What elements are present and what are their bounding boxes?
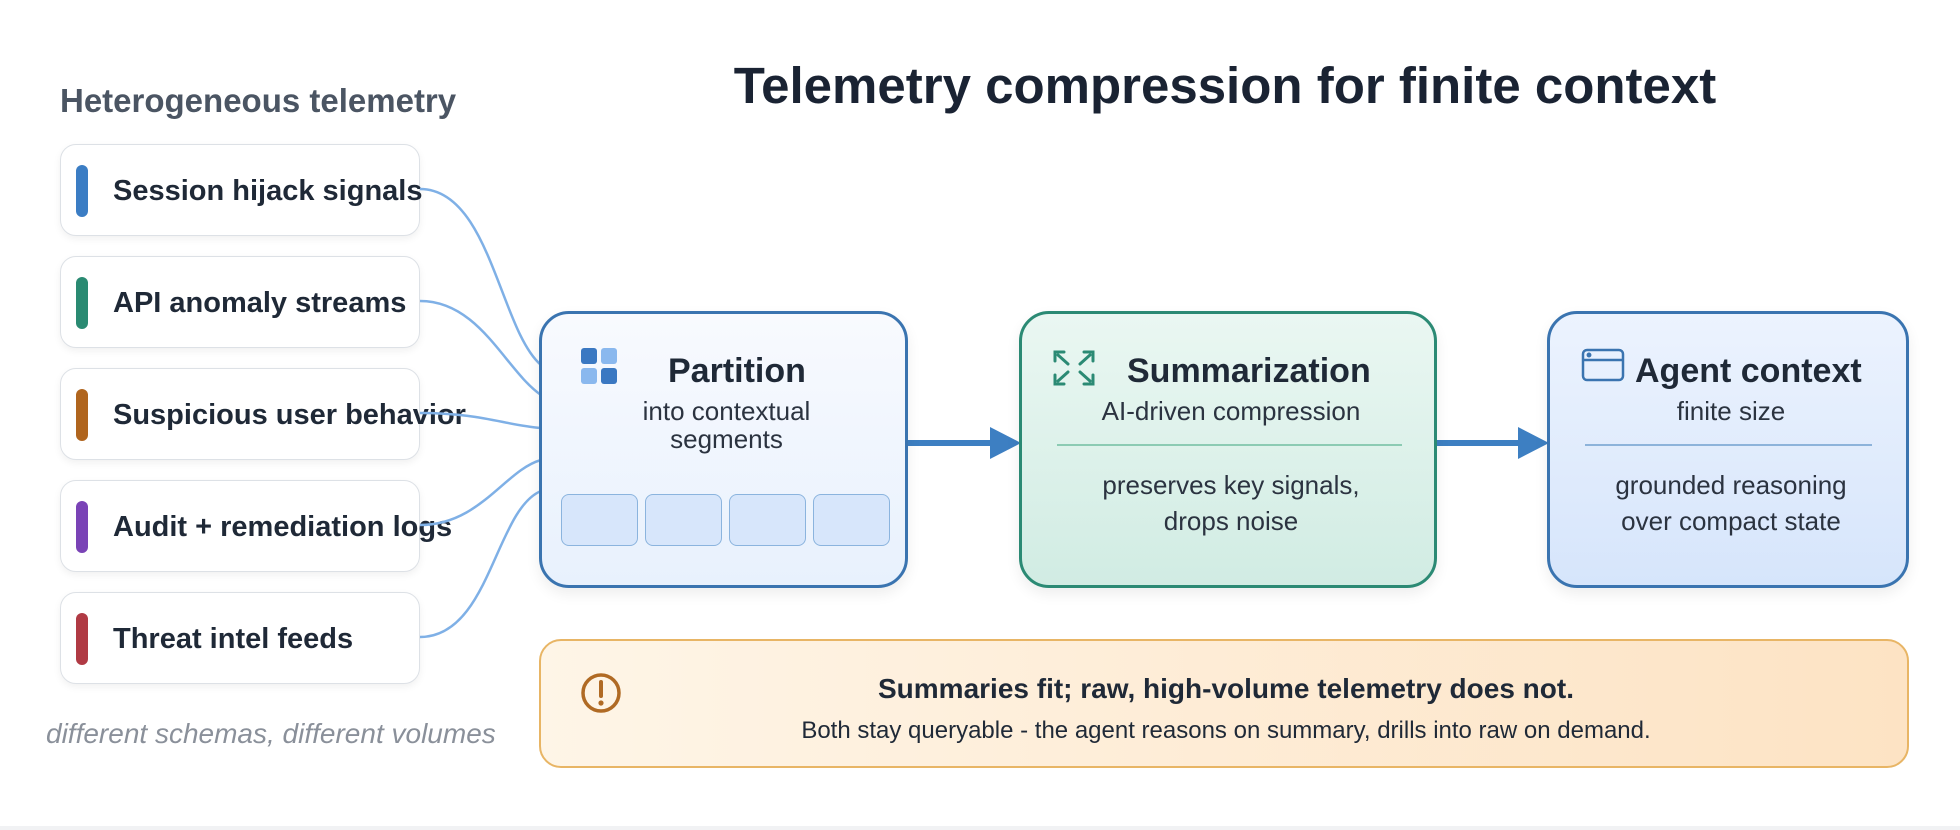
alert-circle-icon — [579, 671, 623, 720]
segment-block — [729, 494, 806, 546]
source-label: Audit + remediation logs — [113, 511, 453, 543]
segment-block — [813, 494, 890, 546]
source-label: Suspicious user behavior — [113, 399, 466, 431]
callout-title: Summaries fit; raw, high-volume telemetr… — [878, 673, 1574, 704]
source-card-threat-intel: Threat intel feeds — [60, 592, 420, 684]
source-color-bar — [76, 613, 88, 665]
stage-subtitle-line2: segments — [670, 424, 783, 454]
source-card-session-hijack: Session hijack signals — [60, 144, 423, 236]
stage-subtitle-line1: into contextual — [642, 396, 811, 426]
source-color-bar — [76, 501, 88, 553]
stage-divider — [1585, 444, 1872, 446]
source-label: Session hijack signals — [113, 175, 423, 207]
stage-desc-line1: grounded reasoning — [1615, 470, 1847, 500]
connector-line — [419, 458, 542, 527]
stage-title: Agent context — [1635, 352, 1862, 390]
stage-divider — [1057, 444, 1402, 446]
source-color-bar — [76, 389, 88, 441]
sources-caption: different schemas, different volumes — [46, 718, 496, 749]
page-title: Telemetry compression for finite context — [733, 57, 1717, 114]
connector-line — [419, 187, 542, 366]
segment-block — [645, 494, 722, 546]
window-icon — [1581, 348, 1625, 387]
flow-arrow-2 — [1437, 427, 1549, 459]
source-card-api-anomaly: API anomaly streams — [60, 256, 420, 348]
source-color-bar — [76, 165, 88, 217]
connector-line — [419, 299, 542, 397]
callout-body: Both stay queryable - the agent reasons … — [801, 717, 1651, 744]
stage-desc-line2: drops noise — [1163, 506, 1299, 536]
stage-title: Summarization — [1127, 352, 1371, 390]
stage-subtitle: AI-driven compression — [1101, 396, 1361, 426]
sources-heading: Heterogeneous telemetry — [60, 82, 457, 119]
grid-icon — [581, 348, 619, 391]
source-card-audit-logs: Audit + remediation logs — [60, 480, 452, 572]
stage-partition: Partition into contextual segments — [539, 311, 908, 588]
connector-line — [419, 489, 542, 639]
source-color-bar — [76, 277, 88, 329]
compress-arrows-icon — [1053, 350, 1095, 391]
stage-agent-context: Agent context finite size grounded reaso… — [1547, 311, 1909, 588]
segment-block — [561, 494, 638, 546]
source-label: Threat intel feeds — [113, 623, 354, 655]
stage-desc-line2: over compact state — [1621, 506, 1841, 536]
stage-desc-line1: preserves key signals, — [1102, 470, 1360, 500]
source-label: API anomaly streams — [113, 287, 407, 319]
stage-summarization: Summarization AI-driven compression pres… — [1019, 311, 1437, 588]
stage-title: Partition — [668, 352, 806, 390]
flow-arrow-1 — [908, 427, 1021, 459]
summary-callout: Summaries fit; raw, high-volume telemetr… — [539, 639, 1909, 768]
connector-line — [419, 411, 542, 430]
bottom-border — [0, 826, 1960, 830]
stage-subtitle: finite size — [1676, 396, 1786, 426]
source-card-suspicious-behavior: Suspicious user behavior — [60, 368, 466, 460]
